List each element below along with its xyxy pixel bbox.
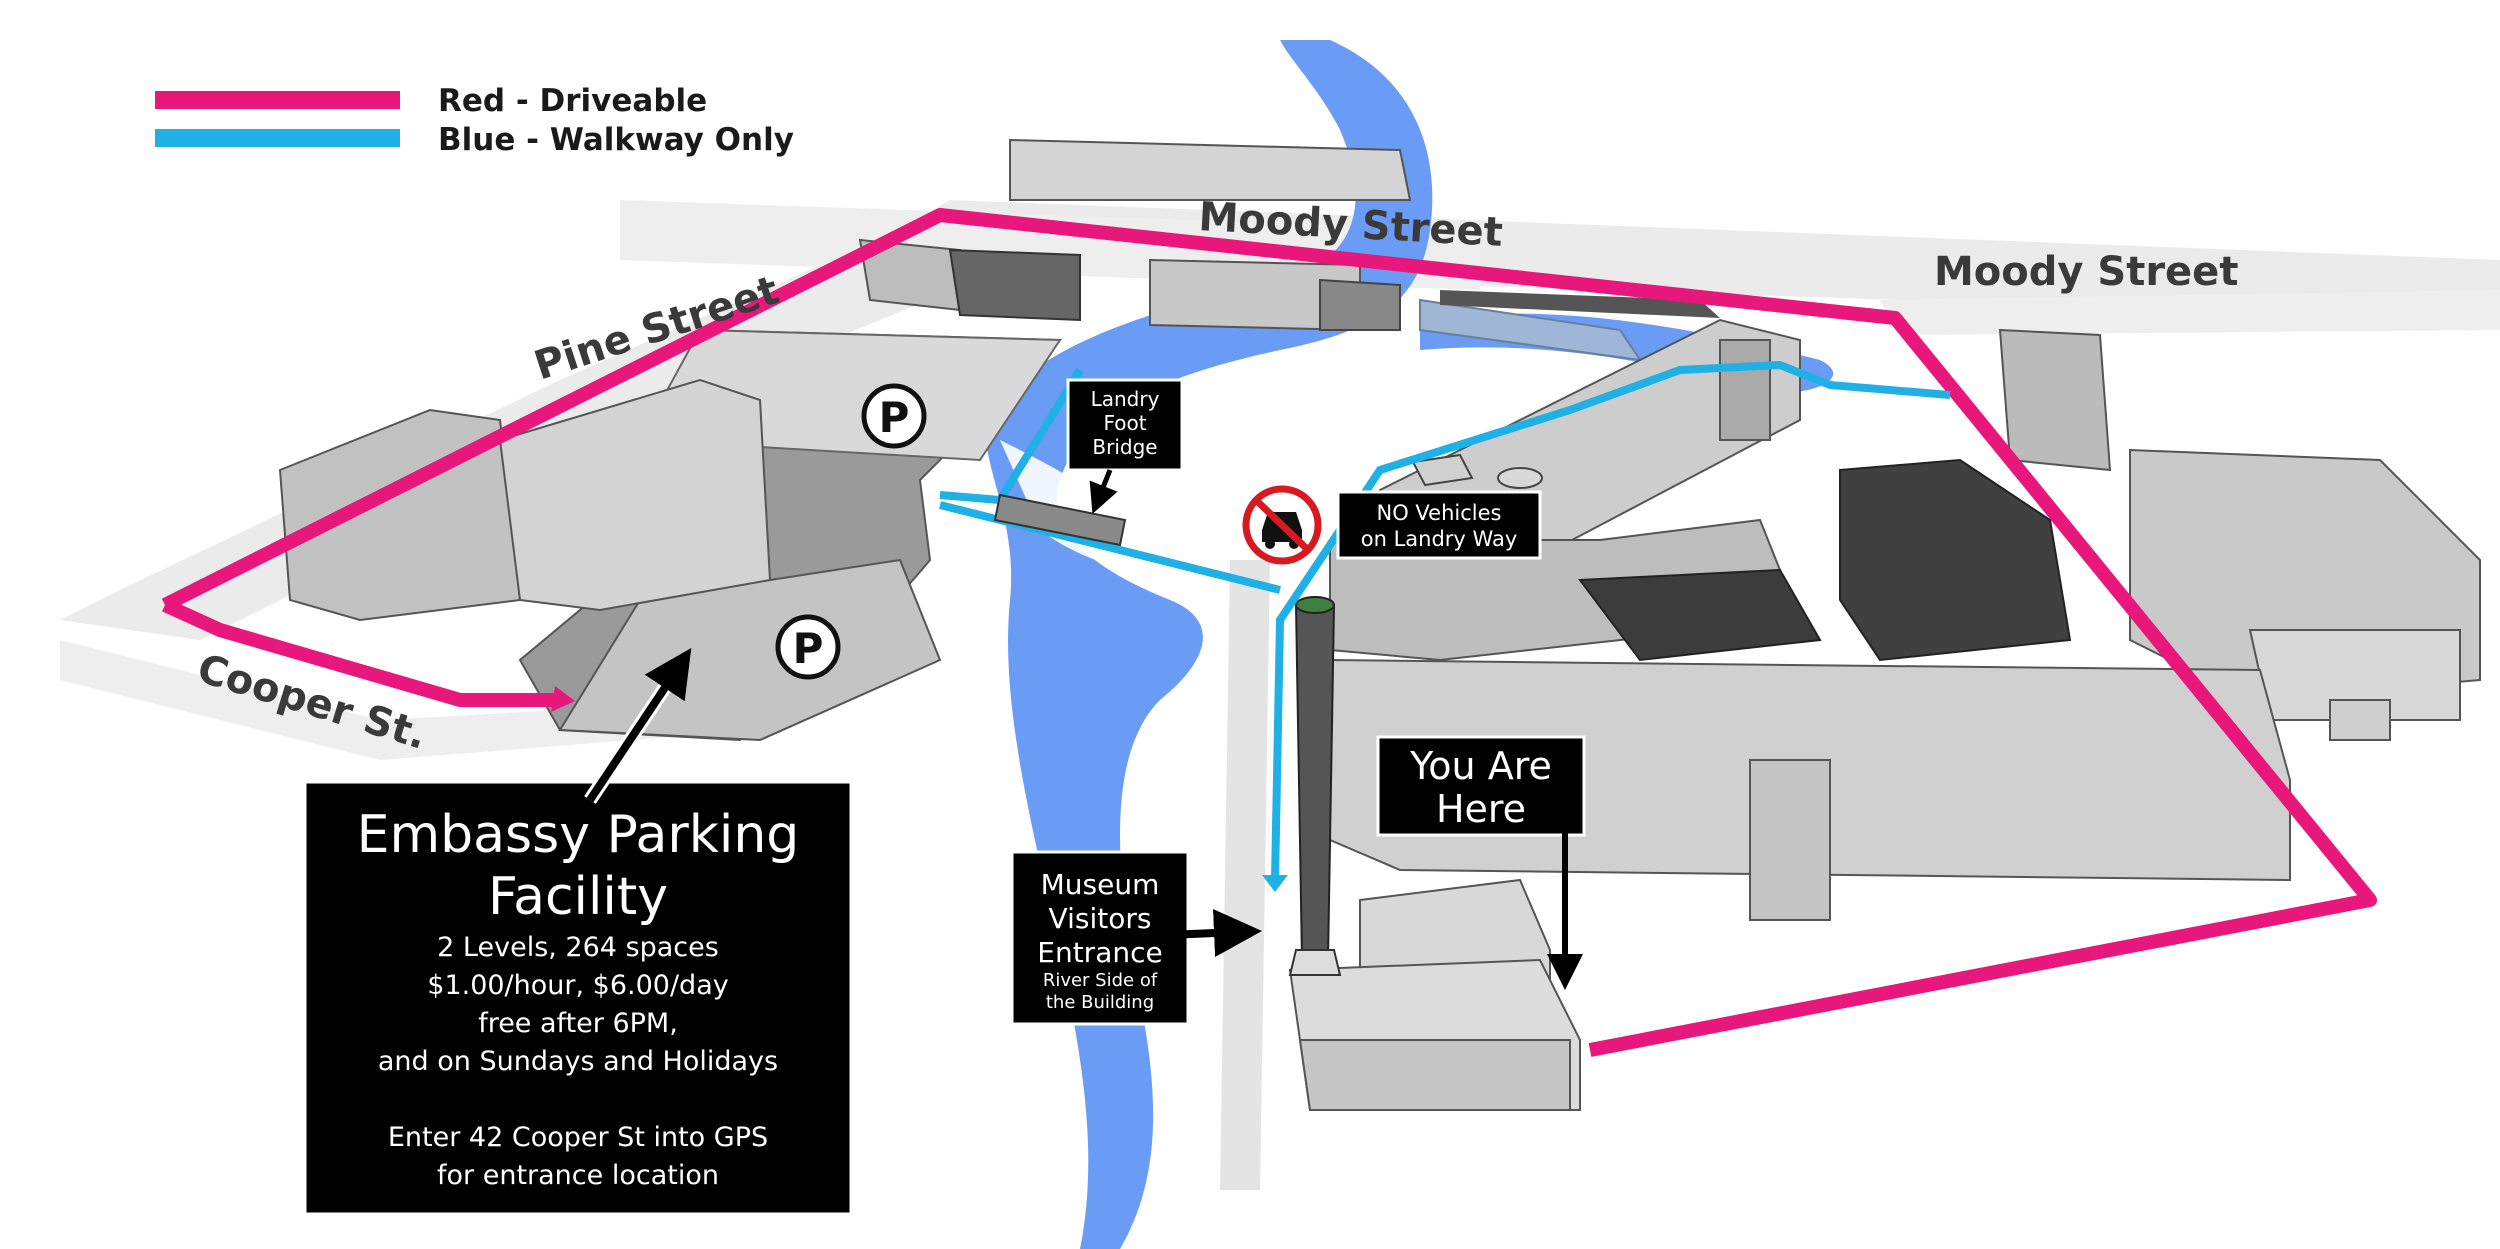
parking-info-line: $1.00/hour, $6.00/day	[427, 970, 728, 1001]
right-buildings	[1998, 328, 2481, 741]
museum-entrance-line: River Side of	[1043, 970, 1158, 991]
smokestack	[1288, 596, 1342, 976]
walkway-riverwalk	[1271, 360, 1951, 881]
driveable-cooper-route	[162, 598, 560, 707]
mill-complex	[1288, 318, 2291, 1111]
footbridge-label: Landry Foot Bridge	[1066, 378, 1184, 514]
parking-info-line: Enter 42 Cooper St into GPS	[388, 1122, 768, 1153]
landry-way	[1220, 560, 1270, 1190]
driveable-loop	[161, 208, 2377, 1057]
legend-driveable-label: Red - Driveable	[438, 83, 707, 119]
parking-info-title: Facility	[488, 867, 668, 927]
road-moody-east	[1880, 290, 2500, 335]
museum-entrance-line: Entrance	[1037, 936, 1162, 969]
no-vehicles-label-line: on Landry Way	[1361, 527, 1518, 551]
no-vehicles-label-line: NO Vehicles	[1377, 501, 1502, 525]
footbridge-label-line: Bridge	[1092, 435, 1157, 459]
no-vehicles-sign: NO Vehicles on Landry Way	[1242, 485, 1542, 565]
rooftop-details	[1411, 453, 1543, 489]
parking-garage	[518, 328, 1063, 742]
legend-walkway-label: Blue - Walkway Only	[438, 122, 794, 158]
parking-circle	[861, 383, 927, 449]
museum-entrance-label: Museum Visitors Entrance River Side of t…	[1010, 850, 1262, 1026]
museum-entrance-line: the Building	[1046, 992, 1154, 1013]
parking-circle	[775, 614, 841, 680]
parking-info-box: Embassy Parking Facility 2 Levels, 264 s…	[303, 648, 853, 1216]
parking-info-line: 2 Levels, 264 spaces	[437, 932, 719, 963]
parking-info-title: Embassy Parking	[357, 805, 800, 865]
parking-info-line: for entrance location	[437, 1160, 719, 1191]
museum-entrance-line: Visitors	[1049, 902, 1152, 935]
parking-letter: P	[793, 624, 824, 673]
street-label-moody-right: Moody Street	[1934, 249, 2238, 295]
you-are-here-label: You Are Here	[1376, 735, 1586, 990]
you-are-here-line: Here	[1436, 787, 1526, 831]
walkway-arrowhead	[1262, 875, 1288, 892]
driveable-arrowhead	[551, 686, 575, 712]
legend: Red - Driveable Blue - Walkway Only	[155, 83, 794, 158]
landry-foot-bridge	[993, 493, 1127, 547]
footbridge-label-line: Landry	[1091, 387, 1160, 411]
parking-info-line: free after 6PM,	[478, 1008, 678, 1039]
parking-letter: P	[879, 393, 910, 442]
footbridge-label-line: Foot	[1103, 411, 1146, 435]
parking-info-line: and on Sundays and Holidays	[378, 1046, 778, 1077]
museum-entrance-line: Museum	[1041, 868, 1160, 901]
you-are-here-line: You Are	[1409, 744, 1552, 788]
parking-symbol-upper: P	[861, 383, 927, 449]
parking-symbol-lower: P	[775, 614, 841, 680]
left-buildings	[278, 138, 1412, 622]
